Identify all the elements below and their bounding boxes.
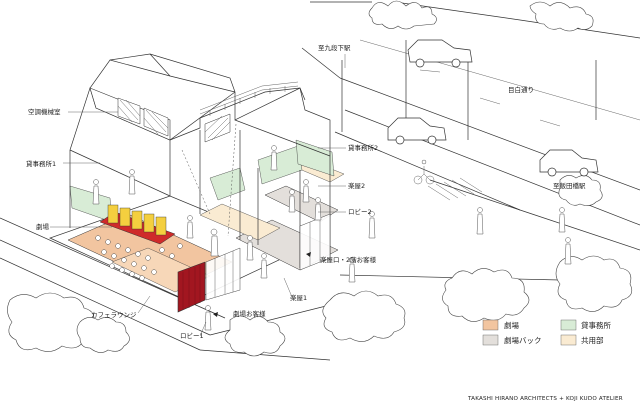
label-gakuyaguchi: 楽屋口・2階お客様	[320, 255, 377, 264]
label-mejiro-dori: 目白通り	[508, 85, 534, 94]
legend-label-common: 共用部	[581, 335, 604, 345]
car-2	[387, 117, 447, 145]
label-kudanshita-eki: 至九段下駅	[318, 43, 351, 52]
building	[49, 53, 572, 331]
legend-label-office: 貸事務所	[581, 320, 611, 330]
legend-swatch-theater	[482, 319, 499, 331]
car-1	[407, 39, 473, 68]
crosswalk	[427, 177, 483, 201]
hatched-window-3	[204, 113, 231, 143]
legend-label-backstage: 劇場バック	[504, 335, 542, 345]
cars	[387, 39, 599, 185]
legend: 劇場 貸事務所 劇場バック 共用部	[482, 319, 611, 346]
people	[92, 145, 572, 331]
label-gekijo-okyakusama: 劇場お客様	[233, 309, 266, 318]
label-gekijo: 劇場	[36, 222, 50, 231]
office-zone-1	[69, 185, 113, 223]
label-kucho-kikaishitsu: 空調機械室	[28, 107, 61, 116]
curtain-wall	[177, 261, 206, 313]
bicycle	[413, 159, 435, 185]
label-gakuya-2: 楽屋2	[348, 181, 365, 190]
tree-clouds	[7, 0, 633, 357]
labels: 空調機械室 貸事務所1 劇場 カフェラウンジ 劇場お客様 ロビー1 至九段下駅 …	[26, 43, 586, 340]
label-kashi-jimusho-1: 貸事務所1	[26, 159, 56, 168]
label-cafe-lounge: カフェラウンジ	[91, 311, 137, 319]
label-lobby-2: ロビー2	[348, 207, 372, 216]
credit-text: TAKASHI HIRANO ARCHITECTS + KOJI KUDO AT…	[467, 396, 623, 402]
legend-label-theater: 劇場	[504, 320, 519, 330]
office-zone-3	[257, 145, 303, 185]
office-zone-2	[209, 167, 246, 201]
legend-swatch-backstage	[482, 334, 499, 346]
hatched-window-2	[143, 107, 169, 137]
car-3	[539, 149, 599, 177]
label-kashi-jimusho-2: 貸事務所2	[348, 143, 378, 152]
legend-swatch-office	[560, 319, 577, 331]
leader-lines	[50, 54, 346, 337]
theater-seating	[95, 204, 183, 281]
legend-swatch-common	[560, 334, 577, 346]
label-iidabashi-eki: 至飯田橋駅	[553, 181, 586, 190]
label-lobby-1: ロビー1	[180, 331, 204, 340]
hatched-window-1	[117, 97, 141, 125]
label-gakuya-1: 楽屋1	[290, 293, 307, 302]
